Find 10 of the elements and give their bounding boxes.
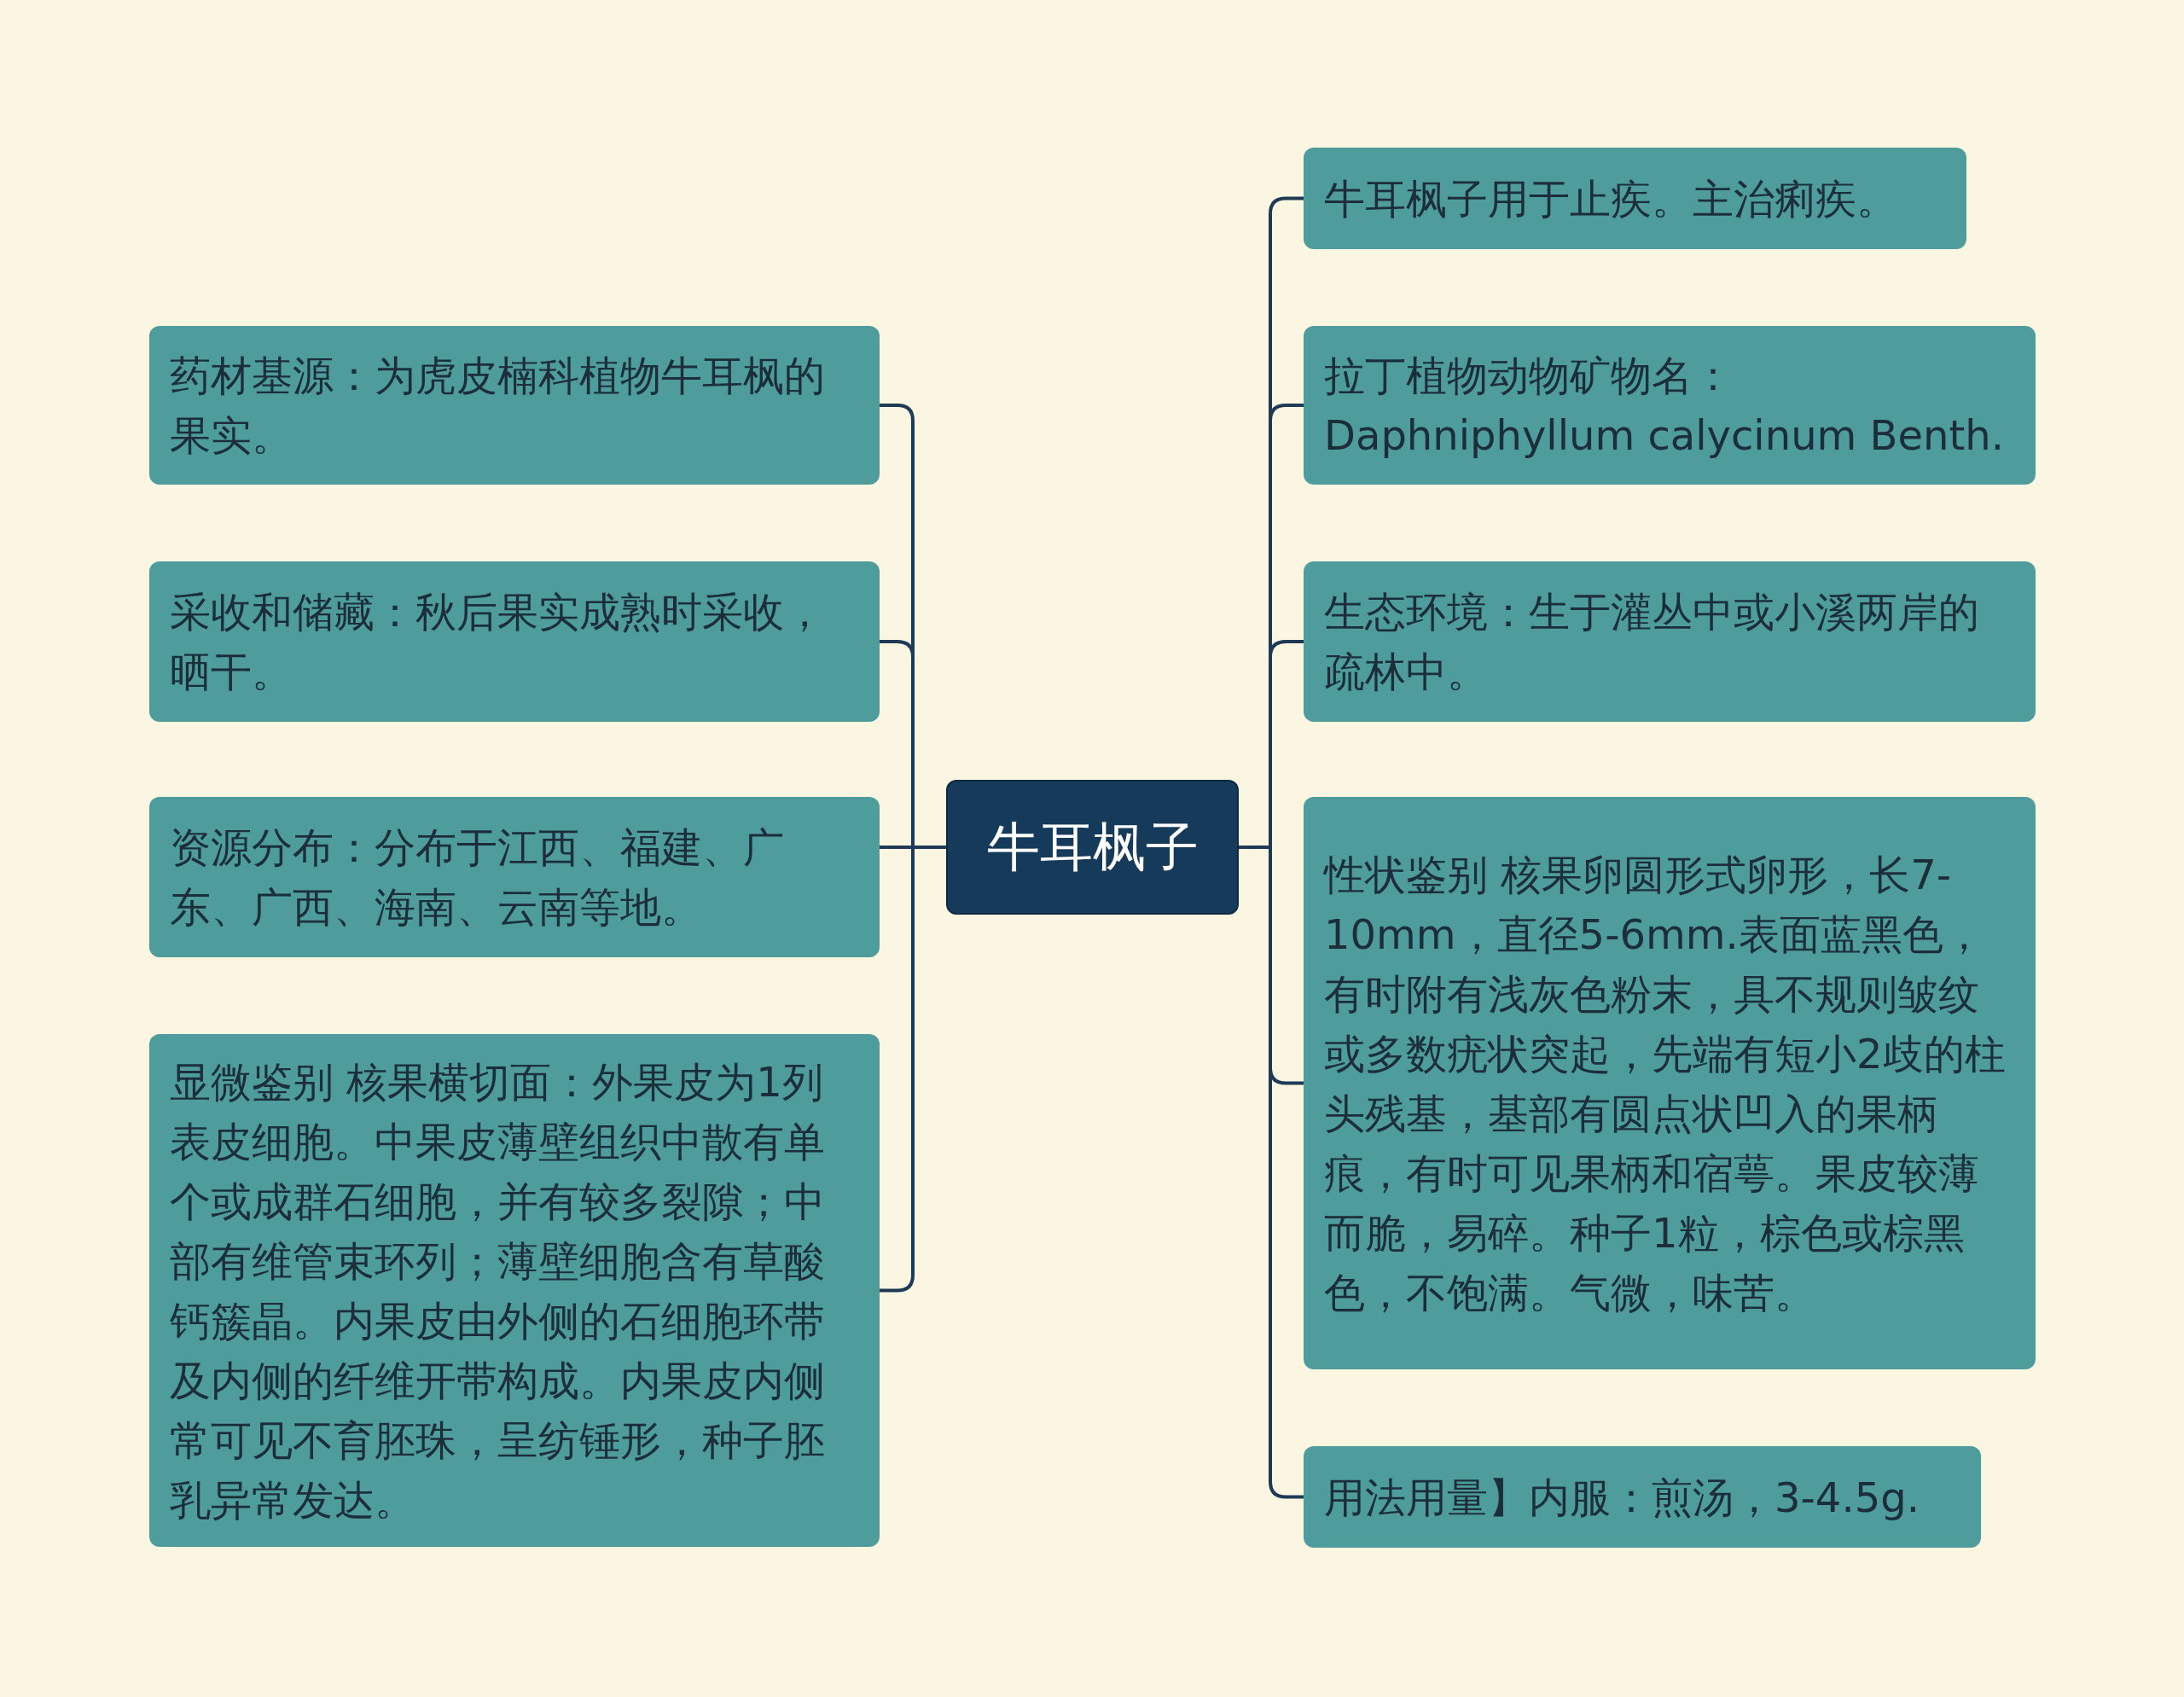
- topic-box: 采收和储藏：秋后果实成熟时采收，晒干。: [149, 561, 880, 722]
- topic-box: 药材基源：为虎皮楠科植物牛耳枫的果实。: [149, 326, 880, 485]
- topic-box: 显微鉴别 核果横切面：外果皮为1列表皮细胞。中果皮薄壁组织中散有单个或成群石细胞，并有较多裂隙；中部有维管束环列；薄壁细胞含有草酸钙簇晶。内果皮由外侧的石细胞环带及内侧的纤维开带构成。内果皮内侧常可见不育胚珠，呈纺锤形，种子胚乳异常发达。: [149, 1034, 880, 1547]
- topic-box: 拉丁植物动物矿物名：Daphniphyllum calycinum Benth.: [1304, 326, 2036, 485]
- topic-box: 性状鉴别 核果卵圆形式卵形，长7-10mm，直径5-6mm.表面蓝黑色，有时附有浅灰色粉末，具不规则皱纹或多数疣状突起，先端有短小2歧的柱头残基，基部有圆点状凹入的果柄痕，有时可见果柄和宿萼。果皮较薄而脆，易碎。种子1粒，棕色或棕黑色，不饱满。气微，味苦。: [1304, 797, 2036, 1369]
- central-topic-box: 牛耳枫子: [946, 780, 1239, 915]
- topic-box: 用法用量】内服：煎汤，3-4.5g.: [1304, 1446, 1981, 1548]
- topic-box: 生态环境：生于灌丛中或小溪两岸的疏林中。: [1304, 561, 2036, 722]
- topic-box: 资源分布：分布于江西、福建、广东、广西、海南、云南等地。: [149, 797, 880, 957]
- topic-box: 牛耳枫子用于止疾。主治痢疾。: [1304, 148, 1966, 249]
